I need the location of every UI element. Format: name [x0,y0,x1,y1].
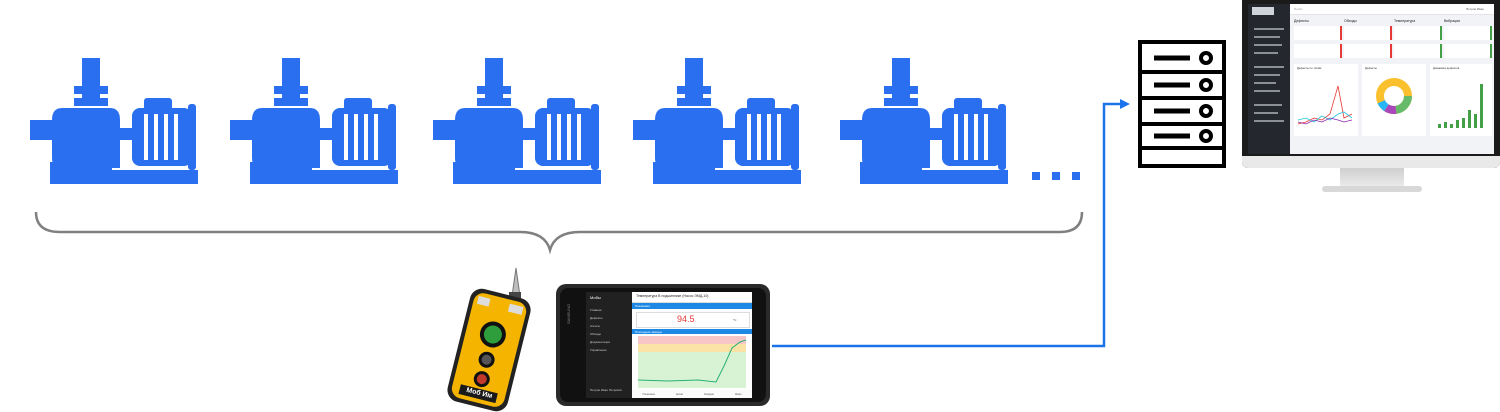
dashboard-topbar: Поиск Петров Иван [1290,4,1494,15]
tablet-menu-item[interactable]: Агенты [590,324,600,328]
tablet-app-title: Мобы [590,295,601,300]
dashboard-bar-chart: Динамика дефектов [1430,64,1492,136]
tablet-menu-item[interactable]: Документация [590,340,610,344]
tablet-tab[interactable]: Архив [675,392,683,396]
pump-icon [840,58,1008,184]
tablet-screen: Мобы Главная Дефекты Агенты Обходы Докум… [586,292,752,398]
tablet-tab[interactable]: Инфо [734,392,742,396]
tablet-bottom-tabs: Показания Архив Сводная Инфо [632,390,752,398]
data-link-line [772,102,1122,348]
tablet-brand: SAMSUNG [566,303,571,324]
pump-icon [433,58,601,184]
tablet-menu-item[interactable]: Обходы [590,332,601,336]
tablet-screen-title: Температура В подшипнике (Насос ЭМД-10) [636,294,709,298]
dashboard-donut-chart: Дефекты [1362,64,1426,136]
vibration-meter-icon [447,267,531,412]
dashboard-column-title: Дефекты [1294,19,1309,23]
kpi-card[interactable] [1394,26,1442,40]
kpi-card[interactable] [1294,44,1342,58]
tablet-reading: 94.5 [677,314,695,324]
tablet-chart-label: Последние замеры [635,329,662,334]
tablet-user: Петров Иван Петрович [590,388,623,392]
ellipsis-icon [1032,172,1080,180]
tablet-tab[interactable]: Сводная [703,392,714,396]
dashboard-column-title: Температура [1394,19,1416,23]
kpi-card[interactable] [1344,26,1392,40]
arrow-head-icon [1120,99,1130,109]
chart-title: Дефекты [1365,66,1377,70]
monitor-stand [1340,168,1404,186]
tablet-reading-box: 94.5 °С [636,312,750,328]
monitor-frame: Поиск Петров Иван Дефекты Обходы Темпера… [1242,0,1500,168]
dashboard-line-chart: Дефекты по типам [1294,64,1358,136]
dashboard-logo [1252,7,1274,15]
tablet-chart-bar: Последние замеры [632,329,752,334]
tablet-drawer: Мобы Главная Дефекты Агенты Обходы Докум… [586,292,632,398]
server-rack-icon [1138,40,1226,168]
monitor-base [1322,186,1422,192]
kpi-card[interactable] [1444,26,1492,40]
dashboard-user[interactable]: Петров Иван [1466,7,1484,11]
kpi-card[interactable] [1294,26,1342,40]
dashboard-search[interactable]: Поиск [1294,7,1303,11]
tablet-menu-item[interactable]: Главная [590,308,602,312]
tablet-section-label: Показания [635,304,650,308]
kpi-card[interactable] [1444,44,1492,58]
grouping-brace [34,211,1084,255]
chart-title: Дефекты по типам [1297,66,1322,70]
tablet-section-bar: Показания [632,303,752,309]
pump-icon [230,58,398,184]
dashboard-screen: Поиск Петров Иван Дефекты Обходы Темпера… [1248,4,1494,154]
tablet-menu-item[interactable]: Управление [590,348,607,352]
dashboard-column-title: Обходы [1344,19,1357,23]
pump-icon [633,58,801,184]
tablet-device: SAMSUNG Мобы Главная Дефекты Агенты Обхо… [556,284,770,406]
kpi-card[interactable] [1344,44,1392,58]
pump-icon [30,58,198,184]
chart-title: Динамика дефектов [1433,66,1460,70]
tablet-header: Температура В подшипнике (Насос ЭМД-10) [632,292,752,303]
dashboard-column-title: Вибрация [1444,19,1461,23]
tablet-menu-item[interactable]: Дефекты [590,316,603,320]
kpi-card[interactable] [1394,44,1442,58]
dashboard-sidebar [1248,4,1290,154]
pump-group [30,58,1008,184]
tablet-tab[interactable]: Показания [642,392,655,396]
dashboard-columns: Дефекты Обходы Температура Вибрация [1294,19,1492,23]
tablet-unit: °С [733,318,737,322]
tablet-menu: Главная Дефекты Агенты Обходы Документац… [590,306,610,354]
tablet-trend-chart [638,336,746,388]
